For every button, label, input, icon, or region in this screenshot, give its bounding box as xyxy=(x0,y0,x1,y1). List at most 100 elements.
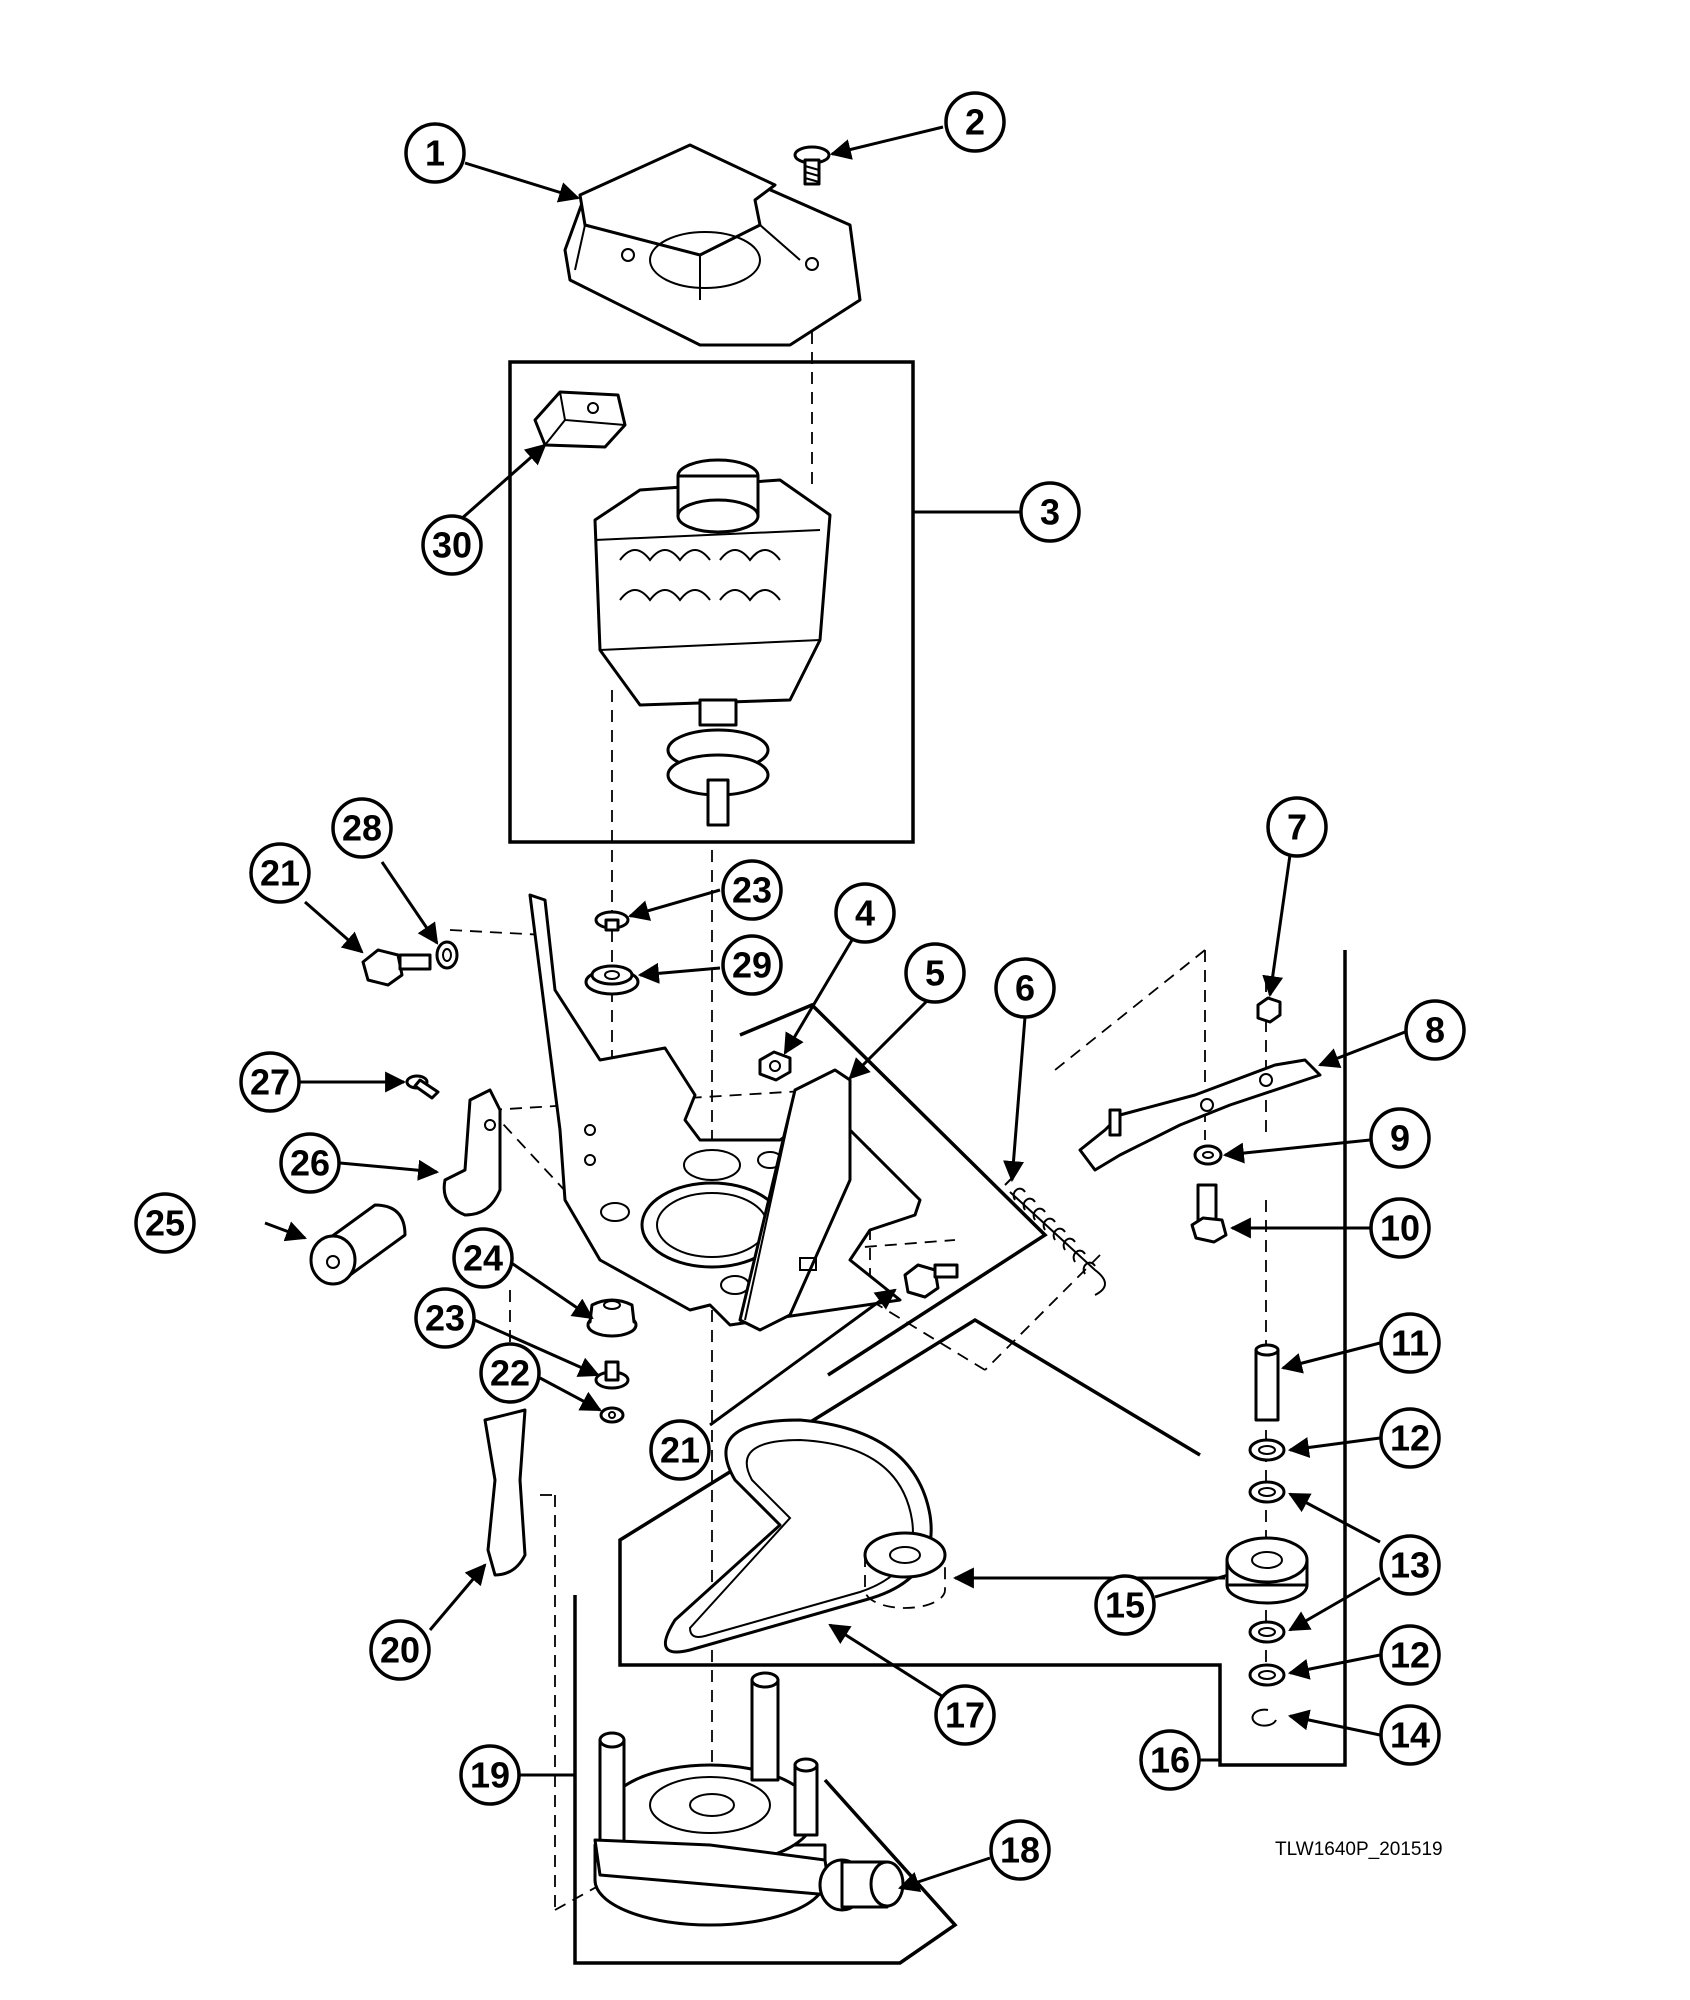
callout-26: 26 xyxy=(279,1132,341,1194)
svg-text:10: 10 xyxy=(1380,1208,1420,1249)
callout-25: 25 xyxy=(134,1192,196,1254)
svg-text:25: 25 xyxy=(145,1203,185,1244)
callout-4: 4 xyxy=(834,882,896,944)
shaft-11 xyxy=(1254,1343,1280,1422)
callout-8: 8 xyxy=(1404,999,1466,1061)
svg-text:27: 27 xyxy=(250,1062,290,1103)
grommet-29 xyxy=(584,964,640,996)
nut-22 xyxy=(599,1406,625,1424)
callout-15: 15 xyxy=(1094,1574,1156,1636)
idler-arm-8 xyxy=(1078,1058,1322,1172)
svg-text:2: 2 xyxy=(965,102,985,143)
callout-23-upper: 23 xyxy=(721,859,783,921)
callout-23-lower: 23 xyxy=(414,1287,476,1349)
drive-motor xyxy=(593,458,832,827)
svg-text:13: 13 xyxy=(1390,1545,1430,1586)
callout-6: 6 xyxy=(994,957,1056,1019)
callout-11: 11 xyxy=(1379,1312,1441,1374)
svg-text:4: 4 xyxy=(855,893,875,934)
svg-text:15: 15 xyxy=(1105,1585,1145,1626)
water-pump-18 xyxy=(593,1671,905,1927)
callout-21-upper: 21 xyxy=(249,842,311,904)
callout-21-lower: 21 xyxy=(649,1419,711,1481)
callout-17: 17 xyxy=(934,1684,996,1746)
washer-12-lower xyxy=(1248,1663,1286,1687)
svg-text:9: 9 xyxy=(1390,1118,1410,1159)
brace-bracket xyxy=(738,1068,852,1332)
hose-clip-20 xyxy=(483,1408,527,1577)
bracket-group-outline xyxy=(739,1002,1048,1377)
callout-28: 28 xyxy=(331,797,393,859)
washer-28 xyxy=(435,940,459,970)
nut-4 xyxy=(758,1050,792,1082)
svg-text:16: 16 xyxy=(1150,1740,1190,1781)
svg-text:20: 20 xyxy=(380,1630,420,1671)
callout-27: 27 xyxy=(239,1051,301,1113)
svg-text:8: 8 xyxy=(1425,1010,1445,1051)
callout-7: 7 xyxy=(1266,796,1328,858)
svg-text:17: 17 xyxy=(945,1695,985,1736)
bolt-21-upper xyxy=(361,948,432,987)
svg-text:22: 22 xyxy=(490,1353,530,1394)
svg-text:7: 7 xyxy=(1287,807,1307,848)
nut-7 xyxy=(1256,996,1282,1024)
svg-text:24: 24 xyxy=(463,1238,503,1279)
washer-13-lower xyxy=(1248,1620,1286,1644)
idler-pulley-15 xyxy=(1225,1536,1309,1605)
grommet-24 xyxy=(586,1298,638,1338)
screw-27 xyxy=(405,1074,440,1100)
callout-18: 18 xyxy=(989,1819,1051,1881)
clip-26 xyxy=(442,1088,502,1217)
idler-group-outline xyxy=(618,950,1347,1767)
spacer-23-lower xyxy=(594,1360,630,1390)
callout-12-lower: 12 xyxy=(1379,1624,1441,1686)
figure-code: TLW1640P_201519 xyxy=(1275,1839,1443,1860)
washer-9 xyxy=(1193,1144,1223,1166)
callout-29: 29 xyxy=(721,934,783,996)
svg-text:26: 26 xyxy=(290,1143,330,1184)
svg-text:1: 1 xyxy=(425,133,445,174)
svg-text:18: 18 xyxy=(1000,1830,1040,1871)
tension-spring-6 xyxy=(1004,1176,1106,1296)
callout-2: 2 xyxy=(944,91,1006,153)
svg-text:28: 28 xyxy=(342,808,382,849)
callout-5: 5 xyxy=(904,942,966,1004)
callout-13: 13 xyxy=(1379,1534,1441,1596)
svg-text:23: 23 xyxy=(732,870,772,911)
cover-screw xyxy=(793,145,831,186)
idler-pulley-assembly xyxy=(863,1531,947,1609)
washer-12-upper xyxy=(1248,1438,1286,1462)
svg-text:3: 3 xyxy=(1040,492,1060,533)
svg-text:14: 14 xyxy=(1390,1715,1430,1756)
callout-1: 1 xyxy=(404,122,466,184)
callout-24: 24 xyxy=(452,1227,514,1289)
motor-cover xyxy=(563,143,862,347)
svg-text:29: 29 xyxy=(732,945,772,986)
svg-text:12: 12 xyxy=(1390,1418,1430,1459)
callout-20: 20 xyxy=(369,1619,431,1681)
svg-text:21: 21 xyxy=(260,853,300,894)
svg-text:19: 19 xyxy=(470,1755,510,1796)
svg-text:30: 30 xyxy=(432,525,472,566)
svg-text:5: 5 xyxy=(925,953,945,994)
bushing-25 xyxy=(309,1203,407,1286)
svg-text:11: 11 xyxy=(1391,1323,1429,1364)
svg-text:21: 21 xyxy=(660,1430,700,1471)
callout-22: 22 xyxy=(479,1342,541,1404)
svg-text:6: 6 xyxy=(1015,968,1035,1009)
stud-10 xyxy=(1190,1183,1228,1244)
svg-text:12: 12 xyxy=(1390,1635,1430,1676)
callout-3: 3 xyxy=(1019,481,1081,543)
bolt-21-lower xyxy=(903,1263,959,1299)
spacer-23-upper xyxy=(594,910,630,932)
drive-belt-17 xyxy=(664,1418,933,1654)
terminal-block xyxy=(533,390,627,449)
callout-30: 30 xyxy=(421,514,483,576)
callout-10: 10 xyxy=(1369,1197,1431,1259)
callout-12-upper: 12 xyxy=(1379,1407,1441,1469)
callout-19: 19 xyxy=(459,1744,521,1806)
washer-13-upper xyxy=(1248,1480,1286,1504)
callout-14: 14 xyxy=(1379,1704,1441,1766)
motor-group-box xyxy=(508,360,915,844)
